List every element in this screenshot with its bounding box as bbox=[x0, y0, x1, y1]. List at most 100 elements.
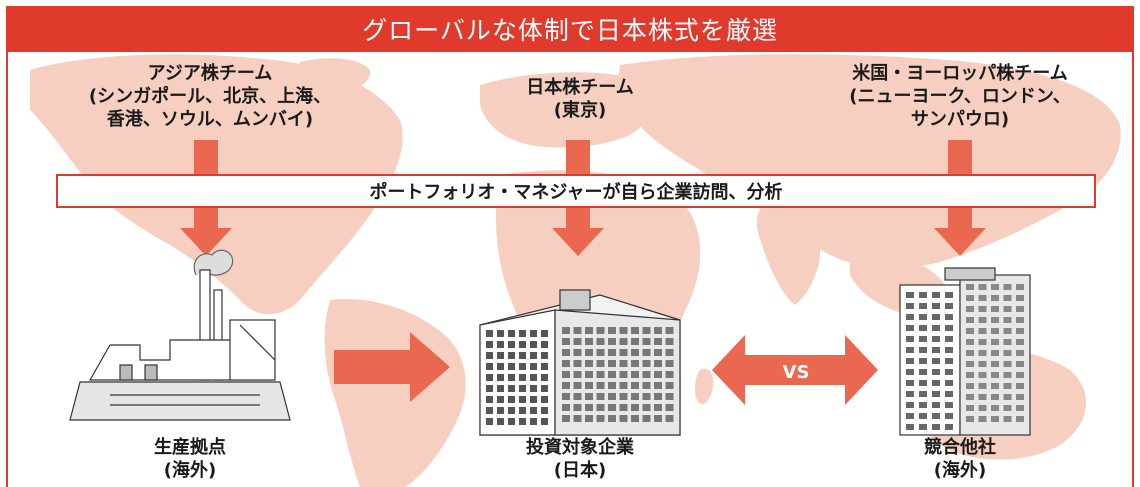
vs-label: VS bbox=[782, 362, 810, 383]
window-pane bbox=[642, 382, 651, 389]
window-pane bbox=[919, 303, 927, 309]
right-arrow-icon bbox=[334, 332, 450, 402]
window-pane bbox=[530, 341, 537, 348]
window-pane bbox=[619, 327, 628, 334]
window-pane bbox=[1003, 372, 1012, 378]
window-pane bbox=[519, 363, 526, 370]
window-pane bbox=[945, 380, 953, 386]
window-pane bbox=[619, 371, 628, 378]
window-pane bbox=[1003, 350, 1012, 356]
window-pane bbox=[486, 385, 493, 392]
window-pane bbox=[906, 292, 914, 298]
window-pane bbox=[991, 328, 999, 334]
window-pane bbox=[665, 327, 674, 334]
window-pane bbox=[642, 415, 651, 422]
window-pane bbox=[991, 383, 999, 389]
window-pane bbox=[654, 415, 662, 422]
window-pane bbox=[945, 369, 953, 375]
window-pane bbox=[1016, 405, 1024, 411]
window-pane bbox=[1016, 416, 1024, 422]
window-pane bbox=[978, 306, 987, 312]
india-landmass bbox=[756, 209, 821, 305]
window-pane bbox=[631, 371, 639, 378]
production-base-location: (海外) bbox=[163, 460, 217, 481]
window-pane bbox=[991, 350, 999, 356]
window-pane bbox=[1016, 295, 1024, 301]
window-pane bbox=[573, 371, 582, 378]
window-pane bbox=[945, 413, 953, 419]
window-pane bbox=[978, 416, 987, 422]
window-pane bbox=[906, 314, 914, 320]
vs-double-arrow-icon bbox=[712, 335, 878, 405]
window-pane bbox=[573, 393, 582, 400]
pm-visit-banner-text: ポートフォリオ・マネジャーが自ら企業訪問、分析 bbox=[369, 182, 783, 203]
window-pane bbox=[608, 338, 616, 345]
window-pane bbox=[932, 391, 940, 397]
west-team-label: 米国・ヨーロッパ株チーム (ニューヨーク、ロンドン、 サンパウロ) bbox=[800, 62, 1120, 131]
window-pane bbox=[906, 325, 914, 331]
window-pane bbox=[596, 360, 605, 367]
window-pane bbox=[991, 361, 999, 367]
window-pane bbox=[608, 415, 616, 422]
window-pane bbox=[486, 330, 493, 337]
window-pane bbox=[932, 292, 940, 298]
window-pane bbox=[978, 405, 987, 411]
window-pane bbox=[541, 418, 548, 425]
window-pane bbox=[631, 404, 639, 411]
window-pane bbox=[596, 338, 605, 345]
window-pane bbox=[932, 402, 940, 408]
window-pane bbox=[519, 352, 526, 359]
window-pane bbox=[573, 360, 582, 367]
window-pane bbox=[596, 327, 605, 334]
window-pane bbox=[966, 306, 974, 312]
office-building-icon bbox=[479, 289, 681, 436]
window-pane bbox=[519, 418, 526, 425]
window-pane bbox=[497, 407, 504, 414]
window-pane bbox=[945, 325, 953, 331]
window-pane bbox=[573, 404, 582, 411]
west-team-name: 米国・ヨーロッパ株チーム bbox=[852, 63, 1068, 84]
window-pane bbox=[519, 407, 526, 414]
window-pane bbox=[654, 360, 662, 367]
window-pane bbox=[665, 338, 674, 345]
window-pane bbox=[1016, 372, 1024, 378]
window-pane bbox=[919, 358, 927, 364]
window-pane bbox=[978, 383, 987, 389]
window-pane bbox=[519, 374, 526, 381]
window-pane bbox=[508, 407, 515, 414]
window-pane bbox=[932, 413, 940, 419]
production-base-label: 生産拠点 (海外) bbox=[100, 436, 280, 482]
window-pane bbox=[541, 385, 548, 392]
window-pane bbox=[1003, 405, 1012, 411]
window-pane bbox=[919, 380, 927, 386]
window-pane bbox=[530, 418, 537, 425]
window-pane bbox=[1003, 416, 1012, 422]
window-pane bbox=[919, 369, 927, 375]
window-pane bbox=[978, 372, 987, 378]
window-pane bbox=[619, 393, 628, 400]
japan-team-city: (東京) bbox=[553, 100, 607, 121]
window-pane bbox=[508, 385, 515, 392]
window-pane bbox=[631, 338, 639, 345]
window-pane bbox=[497, 363, 504, 370]
target-company-label: 投資対象企業 (日本) bbox=[480, 436, 680, 482]
title-bar: グローバルな体制で日本株式を厳選 bbox=[6, 6, 1134, 52]
target-company-name: 投資対象企業 bbox=[526, 437, 634, 458]
window-pane bbox=[932, 314, 940, 320]
window-pane bbox=[966, 405, 974, 411]
window-pane bbox=[585, 415, 593, 422]
window-pane bbox=[508, 330, 515, 337]
window-pane bbox=[585, 338, 593, 345]
window-pane bbox=[486, 407, 493, 414]
window-pane bbox=[1003, 306, 1012, 312]
window-pane bbox=[945, 358, 953, 364]
window-pane bbox=[562, 327, 570, 334]
window-pane bbox=[1003, 284, 1012, 290]
window-pane bbox=[978, 295, 987, 301]
window-pane bbox=[966, 284, 974, 290]
window-pane bbox=[562, 338, 570, 345]
window-pane bbox=[642, 371, 651, 378]
window-pane bbox=[486, 363, 493, 370]
window-pane bbox=[1003, 328, 1012, 334]
